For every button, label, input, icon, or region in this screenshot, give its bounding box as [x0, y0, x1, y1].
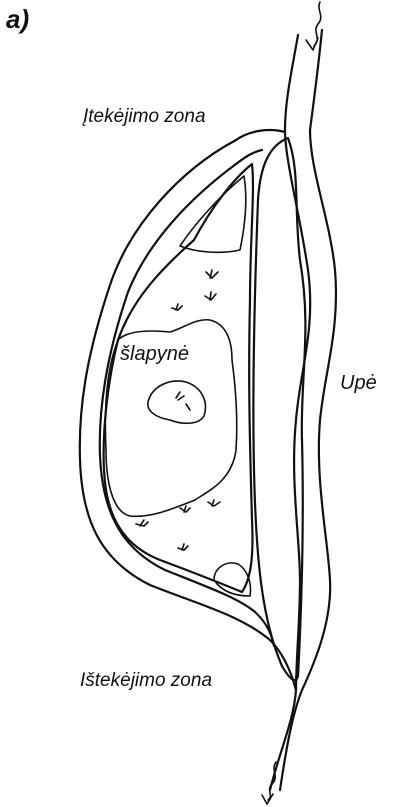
- panel-label: a): [6, 4, 29, 35]
- river-inflow-arrow: [306, 38, 318, 50]
- wetland-basin-boundary: [104, 164, 253, 592]
- vegetation-symbol: [172, 304, 182, 310]
- river-outflow-arrow: [262, 794, 273, 804]
- outflow-zone-label: Ištekėjimo zona: [80, 670, 212, 692]
- wetland-label: šlapynė: [120, 343, 189, 366]
- vegetation-symbol: [180, 506, 190, 512]
- inflow-zone-label: Įtekėjimo zona: [83, 106, 206, 128]
- vegetation-symbol: [136, 520, 148, 526]
- upper-embankment: [180, 176, 246, 252]
- side-channel-inner-bank: [100, 150, 274, 646]
- vegetation-symbol: [205, 292, 216, 300]
- small-island-vegetation-mark: [176, 392, 190, 410]
- vegetation-symbol: [208, 500, 220, 506]
- river-label: Upė: [340, 372, 377, 395]
- small-island: [148, 381, 206, 423]
- vegetation-symbol: [178, 544, 188, 550]
- vegetation-symbol: [206, 270, 218, 278]
